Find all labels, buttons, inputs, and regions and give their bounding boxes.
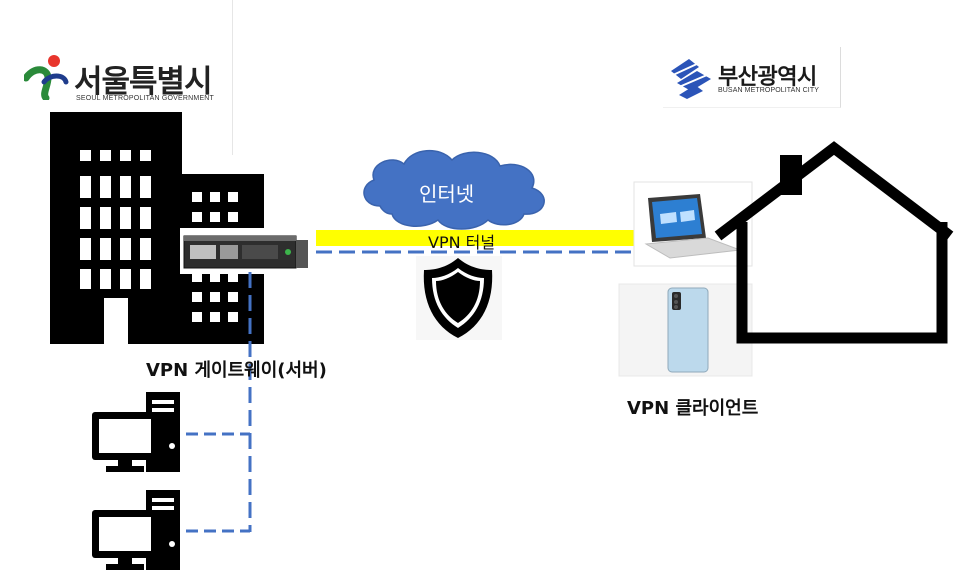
- rack-server-icon: [180, 228, 316, 274]
- seoul-logo-name: 서울특별시: [74, 64, 213, 100]
- busan-emblem-icon: [671, 59, 711, 99]
- vpn-gateway-label: VPN 게이트웨이(서버): [146, 360, 327, 381]
- desktop-pc-icon: [92, 392, 180, 472]
- laptop-icon: [633, 181, 753, 267]
- busan-logo-name: 부산광역시: [718, 65, 817, 90]
- house-icon: [714, 141, 954, 344]
- busan-logo: 부산광역시 BUSAN METROPOLITAN CITY: [663, 47, 841, 108]
- building-windows: [80, 150, 238, 344]
- vpn-client-label: VPN 클라이언트: [627, 398, 759, 419]
- internet-cloud-icon: [363, 149, 545, 230]
- desktop-pc-icon: [92, 490, 180, 570]
- busan-logo-subtitle: BUSAN METROPOLITAN CITY: [718, 87, 819, 94]
- shield-icon: [416, 256, 502, 340]
- seoul-emblem-icon: [24, 55, 69, 100]
- seoul-logo-subtitle: SEOUL METROPOLITAN GOVERNMENT: [76, 95, 215, 102]
- internet-cloud-label: 인터넷: [419, 182, 475, 206]
- smartphone-icon: [618, 283, 753, 377]
- vpn-tunnel-label: VPN 터널: [428, 233, 496, 252]
- vpn-tunnel-band: [316, 230, 636, 246]
